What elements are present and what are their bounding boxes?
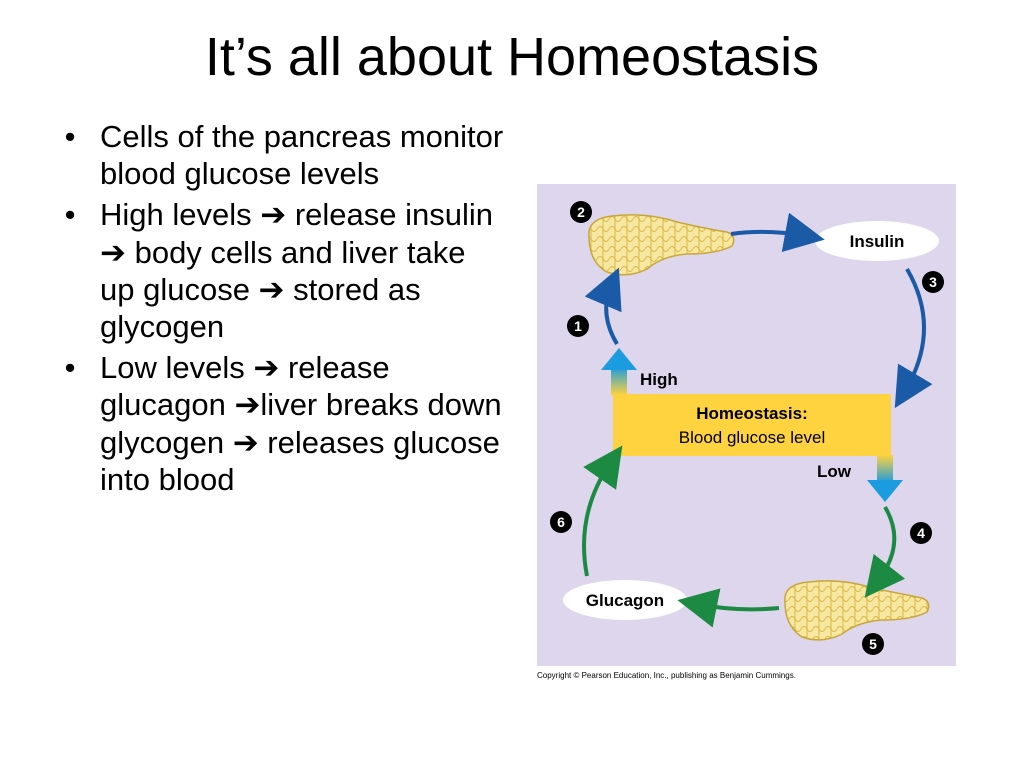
svg-text:4: 4 (917, 525, 925, 541)
arrow-to-center (894, 267, 933, 409)
svg-text:1: 1 (574, 318, 582, 334)
bullet-item: • High levels ➔ release insulin ➔ body c… (58, 196, 508, 345)
bullet-point-icon: • (64, 350, 76, 386)
svg-text:2: 2 (577, 204, 585, 220)
up-arrow-icon (601, 348, 637, 395)
svg-text:3: 3 (929, 274, 937, 290)
arrow-to-center-low (582, 445, 623, 577)
bullet-text: Cells of the pancreas monitor blood gluc… (100, 119, 504, 192)
low-label: Low (817, 462, 852, 481)
svg-text:5: 5 (869, 636, 877, 652)
center-subtitle: Blood glucose level (679, 428, 825, 447)
diagram-canvas: Insulin Glucagon Homeostasis: Blood gluc… (537, 184, 956, 666)
step-number: 3 (922, 271, 944, 293)
step-number: 4 (910, 522, 932, 544)
slide-title: It’s all about Homeostasis (204, 27, 820, 87)
arrow-to-insulin (730, 212, 825, 253)
bullet-list: • Cells of the pancreas monitor blood gl… (58, 118, 508, 502)
arrow-to-bottom-pancreas (864, 505, 906, 598)
step-number: 6 (550, 511, 572, 533)
bullet-point-icon: • (64, 197, 76, 233)
center-title: Homeostasis: (696, 404, 807, 423)
insulin-oval (815, 221, 939, 261)
high-label: High (640, 370, 678, 389)
homeostasis-diagram: Insulin Glucagon Homeostasis: Blood gluc… (537, 184, 956, 666)
bullet-text: Low levels ➔ release glucagon ➔liver bre… (100, 350, 502, 497)
copyright-text: Copyright © Pearson Education, Inc., pub… (537, 671, 796, 680)
arrow-to-pancreas (584, 267, 622, 346)
insulin-label: Insulin (850, 232, 905, 251)
center-box (613, 394, 891, 456)
bullet-item: • Low levels ➔ release glucagon ➔liver b… (58, 349, 508, 498)
bullet-point-icon: • (64, 119, 76, 154)
svg-text:6: 6 (557, 514, 565, 530)
glucagon-label: Glucagon (586, 591, 664, 610)
bullet-text: High levels ➔ release insulin ➔ body cel… (100, 197, 493, 344)
arrow-to-glucagon (677, 588, 780, 628)
step-number: 5 (862, 633, 884, 655)
step-number: 2 (570, 201, 592, 223)
glucagon-oval (563, 580, 687, 620)
down-arrow-icon (867, 455, 903, 502)
bullet-item: • Cells of the pancreas monitor blood gl… (58, 118, 508, 192)
step-number: 1 (567, 315, 589, 337)
